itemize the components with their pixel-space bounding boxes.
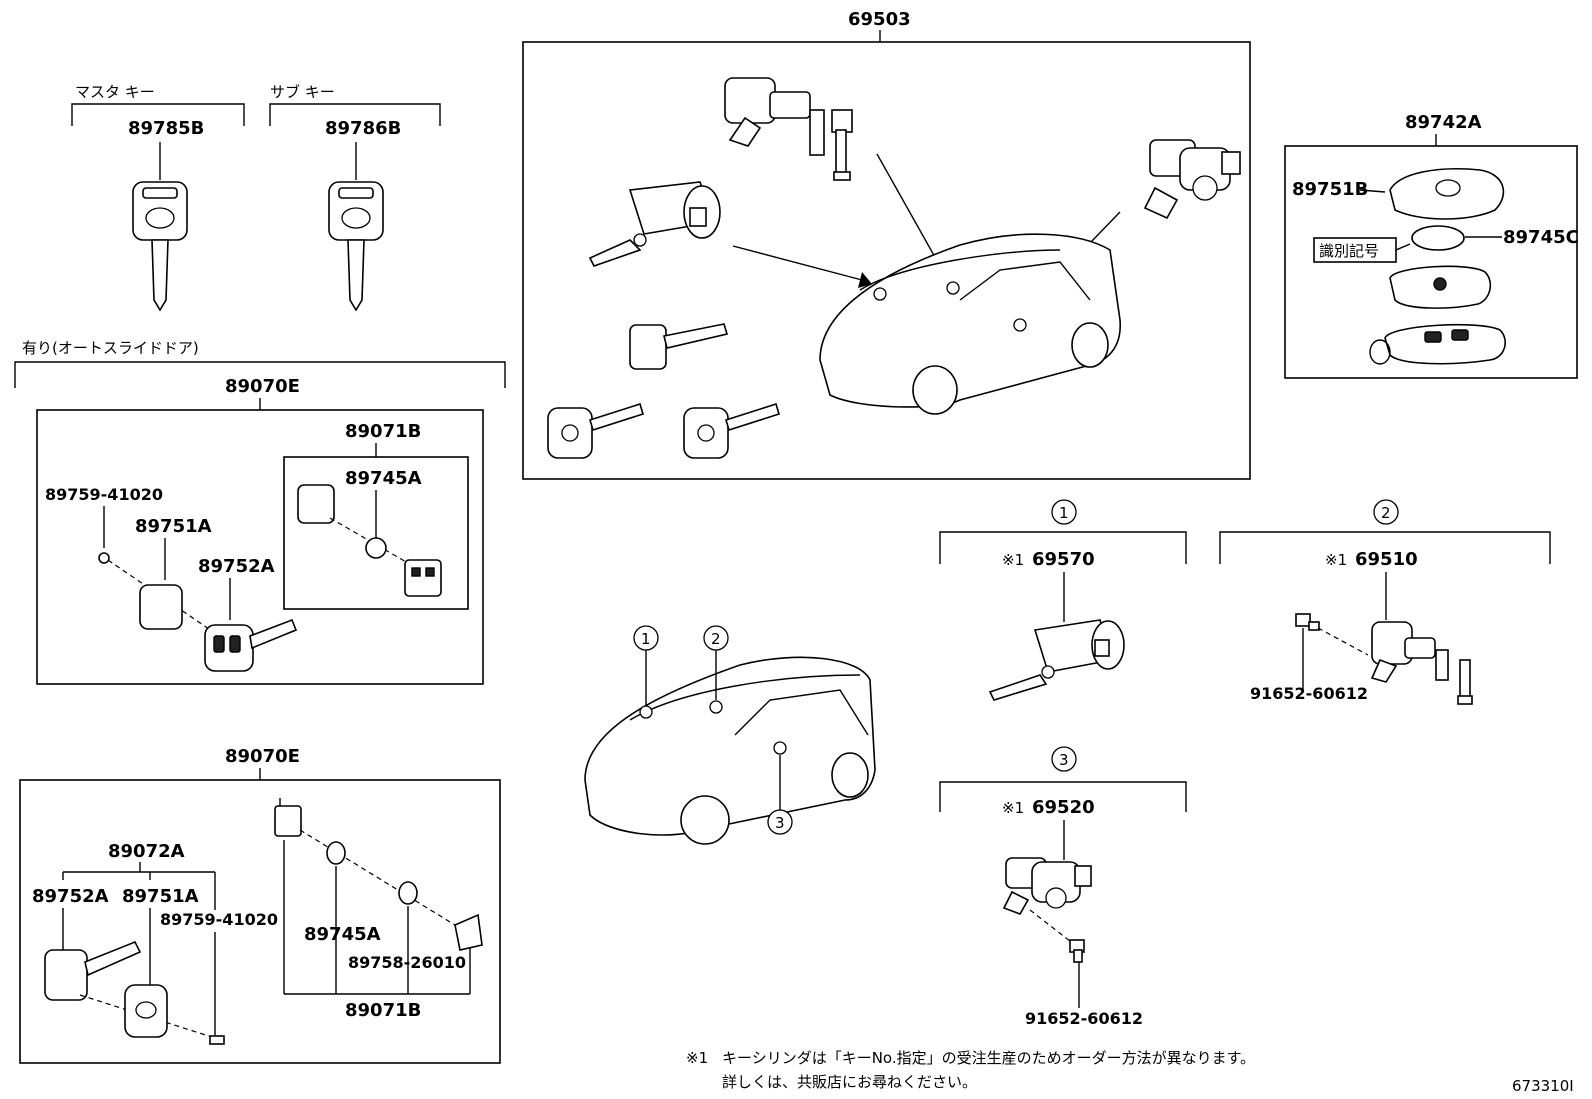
part-number-89752A-upper: 89752A — [198, 556, 275, 577]
ignition-cylinder-icon — [588, 181, 721, 267]
part-number-89752A-lower: 89752A — [32, 886, 109, 907]
vehicle-location-diagram: 1 2 3 — [584, 625, 876, 845]
footnote: ※1 キーシリンダは「キーNo.指定」の受注生産のためオーダー方法が異なります。… — [686, 1049, 1255, 1091]
master-key-label: マスタ キー — [75, 83, 155, 101]
part-number-89785B: 89785B — [128, 118, 204, 139]
sub-key-group: サブ キー 89786B — [269, 83, 441, 312]
remote-key-icon — [547, 402, 644, 459]
key-cover-icon — [124, 984, 168, 1038]
note-mark-69520: ※1 — [1002, 799, 1024, 817]
back-door-cylinder-icon — [1002, 857, 1092, 915]
section-1-ignition-cylinder: 1 ※1 69570 — [939, 499, 1187, 701]
part-number-89786B: 89786B — [325, 118, 401, 139]
door-lock-cylinder-icon — [724, 77, 853, 181]
bolt-icon — [1069, 939, 1085, 963]
circuit-board-icon — [404, 559, 442, 597]
transmitter-89742A: 89742A 89751B 89745C 識別記号 — [1284, 112, 1579, 379]
assembly-69503: 69503 — [522, 9, 1251, 480]
cap-icon — [454, 913, 483, 951]
part-number-89070E-upper: 89070E — [225, 376, 300, 397]
location-number-2: 2 — [711, 630, 721, 648]
part-number-89759-41020-upper: 89759-41020 — [45, 485, 163, 504]
section-3-back-door-cylinder: 3 ※1 69520 91652-60612 — [939, 746, 1187, 1028]
part-number-69503: 69503 — [848, 9, 911, 30]
part-number-69520: 69520 — [1032, 797, 1095, 818]
footnote-line-2: 詳しくは、共販店にお尋ねください。 — [722, 1073, 977, 1091]
screw-icon — [98, 552, 110, 564]
sub-key-icon — [328, 181, 384, 312]
note-mark-69570: ※1 — [1002, 551, 1024, 569]
circuit-board-icon — [1389, 265, 1492, 309]
bolt-icon — [1295, 613, 1320, 631]
section-number-1: 1 — [1059, 504, 1069, 522]
diagram-code: 673310I — [1512, 1077, 1574, 1095]
part-number-89751A-lower: 89751A — [122, 886, 199, 907]
transmitter-case-bottom-icon — [1369, 323, 1506, 365]
battery-icon — [1411, 225, 1465, 251]
o-ring-icon — [398, 881, 418, 905]
battery-icon — [365, 537, 387, 559]
key-cover-icon — [139, 584, 183, 630]
note-mark-69510: ※1 — [1325, 551, 1347, 569]
screw-icon — [209, 1035, 225, 1045]
part-number-89745A-lower: 89745A — [304, 924, 381, 945]
section-number-3: 3 — [1059, 751, 1069, 769]
section-number-2: 2 — [1381, 504, 1391, 522]
part-number-89742A: 89742A — [1405, 112, 1482, 133]
ignition-cylinder-icon — [988, 619, 1125, 701]
id-mark-label: 識別記号 — [1319, 242, 1379, 260]
part-number-91652-60612-upper: 91652-60612 — [1250, 684, 1368, 703]
remote-key-icon — [683, 402, 780, 459]
footnote-line-1: キーシリンダは「キーNo.指定」の受注生産のためオーダー方法が異なります。 — [722, 1049, 1255, 1067]
part-number-89759-41020-lower: 89759-41020 — [160, 910, 278, 929]
part-number-89745A-upper: 89745A — [345, 468, 422, 489]
transmitter-case-top-icon — [1389, 168, 1505, 220]
part-number-69510: 69510 — [1355, 549, 1418, 570]
part-number-89071B-upper: 89071B — [345, 421, 421, 442]
key-small-icon — [629, 323, 729, 370]
sub-key-label: サブ キー — [270, 83, 335, 101]
part-number-89070E-lower: 89070E — [225, 746, 300, 767]
part-number-89751A-upper: 89751A — [135, 516, 212, 537]
master-key-group: マスタ キー 89785B — [71, 83, 245, 312]
master-key-icon — [132, 181, 188, 312]
slide-door-label: 有り(オートスライドドア) — [22, 339, 199, 357]
door-lock-cylinder-icon — [1370, 621, 1473, 705]
key-set-89070E-upper: 有り(オートスライドドア) 89070E 89759-41020 89751A … — [14, 339, 506, 685]
part-number-89758-26010: 89758-26010 — [348, 953, 466, 972]
key-set-89070E-lower: 89070E 89072A 89752A 89751A 89759-41020 — [19, 746, 501, 1064]
part-number-69570: 69570 — [1032, 549, 1095, 570]
location-number-1: 1 — [641, 630, 651, 648]
part-number-89072A: 89072A — [108, 841, 185, 862]
battery-icon — [326, 841, 346, 865]
part-number-89071B-lower: 89071B — [345, 1000, 421, 1021]
vehicle-illustration — [819, 233, 1121, 415]
back-door-cylinder-icon — [1143, 139, 1241, 220]
case-icon — [274, 805, 302, 837]
part-number-89751B: 89751B — [1292, 179, 1368, 200]
part-number-89745C: 89745C — [1503, 227, 1579, 248]
footnote-mark: ※1 — [686, 1049, 708, 1067]
case-icon — [297, 484, 335, 524]
key-icon — [44, 940, 142, 1001]
location-number-3: 3 — [775, 814, 785, 832]
section-2-door-cylinder: 2 ※1 69510 91652-60612 — [1219, 499, 1551, 705]
remote-key-icon — [204, 618, 298, 672]
part-number-91652-60612-lower: 91652-60612 — [1025, 1009, 1143, 1028]
